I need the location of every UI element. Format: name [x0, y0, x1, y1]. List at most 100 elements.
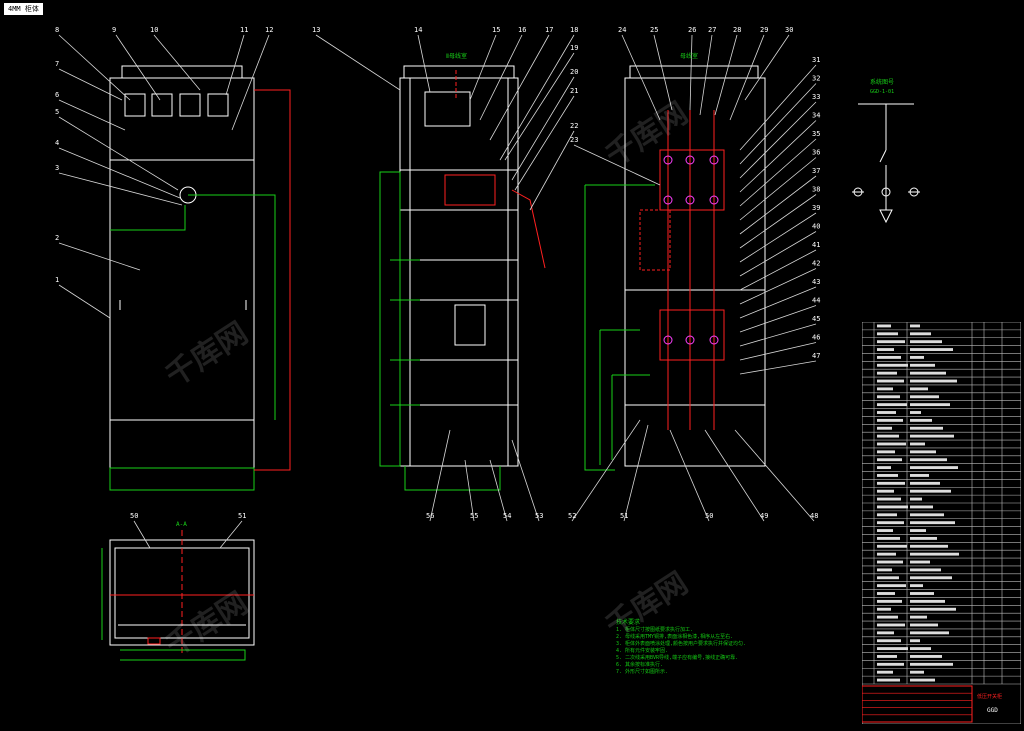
bom-cell-text — [910, 529, 926, 532]
callout-leader — [571, 419, 641, 522]
callout-number: 45 — [812, 315, 820, 323]
bom-cell-text — [877, 623, 905, 627]
callout-leader — [739, 120, 817, 193]
callout-number: 12 — [265, 26, 273, 34]
callout-number: 17 — [545, 26, 553, 34]
notes-line: 3. 柜体外表面喷涂处理,颜色按用户要求执行并保证均匀. — [616, 641, 747, 647]
callout-number: 32 — [812, 75, 820, 83]
front-view — [109, 65, 291, 491]
callout-number: 54 — [503, 512, 511, 520]
callout-number: 24 — [618, 26, 626, 34]
callout-number: 33 — [812, 93, 820, 101]
bom-cell-text — [877, 395, 900, 399]
bom-cell-text — [877, 371, 897, 375]
bom-cell-text — [877, 418, 903, 422]
callout-number: 21 — [570, 87, 578, 95]
bom-cell-text — [910, 450, 936, 454]
bom-cell-text — [910, 411, 921, 414]
bom-cell-text — [910, 442, 925, 446]
bom-cell-text — [910, 552, 959, 556]
notes-line: 6. 其余按标准执行. — [616, 662, 664, 668]
callout-leader — [529, 130, 575, 211]
bom-cell-text — [910, 387, 928, 391]
bom-cell-text — [910, 466, 958, 470]
callout-number: 9 — [112, 26, 116, 34]
plan-view — [101, 530, 255, 661]
bom-cell-text — [877, 363, 908, 367]
bom-cell-text — [910, 474, 929, 477]
side-view — [379, 65, 546, 491]
callout-leader — [729, 34, 765, 121]
drawing-number: GGD — [987, 707, 998, 714]
bom-cell-text — [877, 599, 902, 603]
callout-number: 30 — [785, 26, 793, 34]
callout-number: 49 — [760, 512, 768, 520]
callout-number: 55 — [470, 512, 478, 520]
bom-cell-text — [877, 489, 894, 493]
callout-leader — [699, 34, 713, 116]
bom-cell-text — [910, 599, 945, 603]
callout-number: 42 — [812, 260, 820, 268]
notes-line: 5. 二次线采用BVR导线,端子应有编号,接线正确可靠. — [616, 655, 739, 661]
callout-number: 16 — [518, 26, 526, 34]
callout-number: 11 — [240, 26, 248, 34]
bom-cell-text — [910, 536, 937, 540]
bom-cell-text — [910, 403, 950, 407]
callout-leader — [58, 147, 181, 199]
bom-cell-text — [877, 513, 897, 517]
callout-number: 20 — [570, 68, 578, 76]
callout-leader — [58, 34, 131, 101]
bom-cell-text — [910, 481, 940, 485]
bom-cell-text — [877, 434, 899, 438]
bom-cell-text — [877, 348, 894, 351]
callout-number: 25 — [650, 26, 658, 34]
callout-number: 7 — [55, 60, 59, 68]
bom-cell-text — [877, 678, 900, 682]
callout-number: 52 — [568, 512, 576, 520]
callout-leader — [623, 424, 649, 522]
bom-cell-text — [877, 670, 893, 674]
callout-number: 34 — [812, 112, 820, 120]
callout-leader — [653, 34, 673, 111]
callout-leader — [58, 68, 123, 101]
bom-cell-text — [877, 552, 896, 556]
callout-leader — [734, 429, 815, 522]
bom-cell-text — [910, 678, 935, 682]
bom-cell-text — [910, 505, 933, 509]
rear-view — [584, 65, 766, 471]
title-block — [862, 685, 973, 723]
bom-cell-text — [910, 607, 956, 611]
bom-cell-text — [910, 623, 938, 627]
bom-cell-text — [910, 513, 944, 517]
callout-leader — [489, 459, 508, 522]
callout-leader — [225, 34, 245, 96]
callout-number: 6 — [55, 91, 59, 99]
bom-cell-text — [910, 332, 931, 336]
callout-leader — [739, 101, 817, 179]
callout-number: 14 — [414, 26, 422, 34]
bom-cell-text — [910, 655, 942, 658]
callout-number: 38 — [812, 186, 820, 194]
callout-number: 51 — [620, 512, 628, 520]
callout-number: 2 — [55, 234, 59, 242]
bom-cell-text — [910, 662, 953, 666]
callout-number: 37 — [812, 167, 820, 175]
callout-number: 50 — [130, 512, 138, 520]
bom-cell-text — [877, 340, 905, 344]
schematic-label: 系统图号 — [870, 78, 894, 86]
callout-leader — [429, 429, 451, 522]
callout-leader — [739, 83, 817, 165]
callout-leader — [573, 144, 661, 186]
callout-number: 31 — [812, 56, 820, 64]
callout-leader — [689, 34, 693, 111]
bom-cell-text — [877, 615, 898, 619]
notes-line: 7. 外形尺寸如图所示. — [616, 669, 669, 675]
callout-leader — [58, 116, 179, 191]
bom-cell-text — [877, 450, 895, 454]
bom-cell-text — [877, 474, 898, 477]
callout-number: 39 — [812, 204, 820, 212]
callout-leader — [621, 34, 661, 121]
bom-cell-text — [877, 607, 891, 611]
